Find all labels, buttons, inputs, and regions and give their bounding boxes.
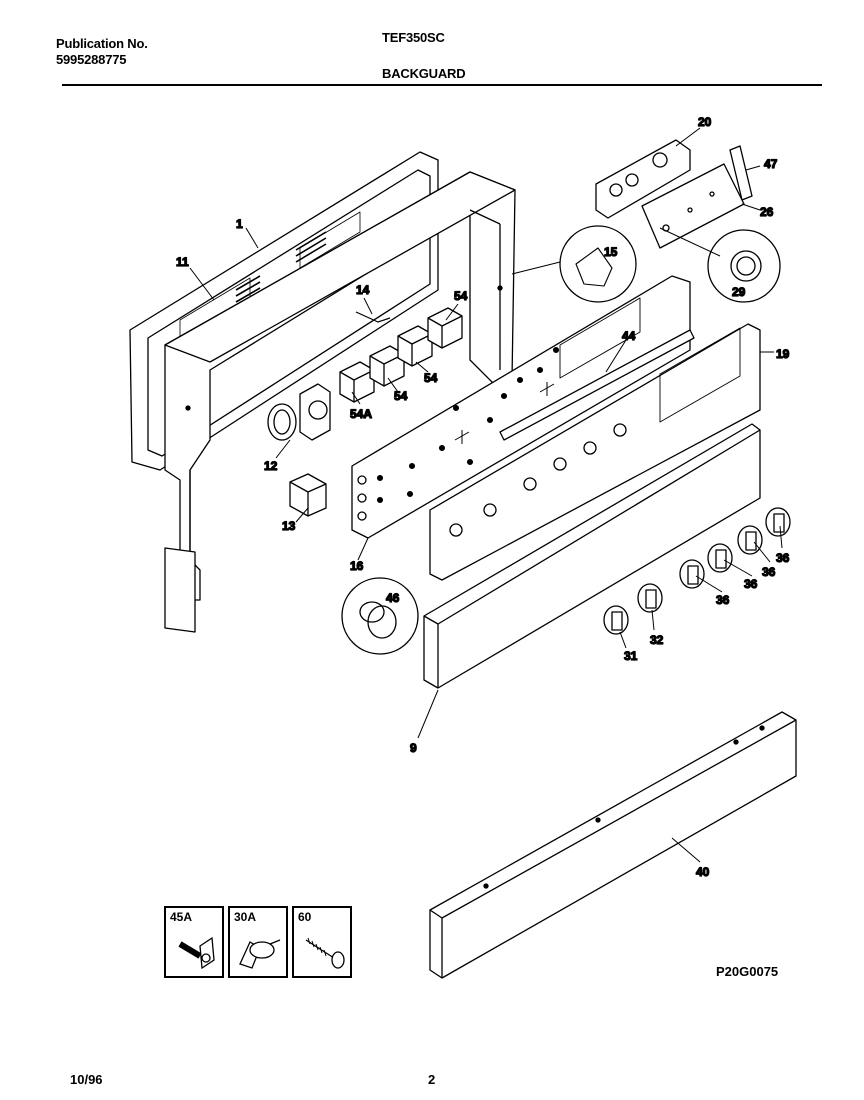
oven-control-board bbox=[595, 139, 691, 219]
wing-nut-icon bbox=[239, 939, 281, 969]
callout-1: 1 bbox=[236, 217, 243, 231]
detail-circle-46 bbox=[341, 577, 419, 655]
callout-54-low: 54 bbox=[394, 389, 408, 403]
hardware-label-45a: 45A bbox=[170, 910, 193, 924]
callout-29: 29 bbox=[732, 285, 746, 299]
callout-26: 26 bbox=[760, 205, 774, 219]
callout-47: 47 bbox=[764, 157, 778, 171]
knob-36-1 bbox=[679, 559, 705, 589]
switch-54a bbox=[339, 361, 375, 403]
wire-harness bbox=[355, 311, 391, 323]
mounting-bracket bbox=[729, 145, 753, 201]
callout-12: 12 bbox=[264, 459, 278, 473]
callout-40: 40 bbox=[696, 865, 710, 879]
model-number: TEF350SC bbox=[382, 30, 445, 45]
callout-31: 31 bbox=[624, 649, 638, 663]
callout-15: 15 bbox=[604, 245, 618, 259]
bolt-icon bbox=[178, 936, 215, 970]
hardware-label-30a: 30A bbox=[234, 910, 257, 924]
callout-54-mid: 54 bbox=[424, 371, 438, 385]
clock-motor bbox=[267, 383, 331, 441]
relay-block bbox=[289, 473, 327, 517]
knob-36-3 bbox=[737, 525, 763, 555]
knob-32 bbox=[637, 583, 663, 613]
section-title: BACKGUARD bbox=[382, 66, 466, 81]
display-overlay bbox=[429, 323, 761, 581]
detail-circle-15 bbox=[559, 225, 637, 303]
page-number: 2 bbox=[428, 1072, 436, 1087]
switch-54-3 bbox=[427, 307, 463, 349]
hardware-box-screw: 60 bbox=[292, 906, 352, 978]
detail-circle-29 bbox=[707, 229, 781, 303]
callout-36-1: 36 bbox=[716, 593, 730, 607]
callout-46: 46 bbox=[386, 591, 400, 605]
callout-54-top: 54 bbox=[454, 289, 468, 303]
callout-32: 32 bbox=[650, 633, 664, 647]
hardware-box-bolt: 45A bbox=[164, 906, 224, 978]
callout-36-4: 36 bbox=[776, 551, 790, 565]
hardware-label-60: 60 bbox=[298, 910, 312, 924]
switch-54-2 bbox=[397, 325, 433, 367]
callout-54A: 54A bbox=[350, 407, 372, 421]
knob-36-2 bbox=[707, 543, 733, 573]
header-rule bbox=[62, 84, 822, 86]
knob-31 bbox=[603, 605, 629, 635]
callout-9: 9 bbox=[410, 741, 417, 755]
knob-36-4 bbox=[765, 507, 791, 537]
callout-36-2: 36 bbox=[744, 577, 758, 591]
control-panel bbox=[351, 275, 695, 539]
screw-icon bbox=[305, 937, 345, 969]
callout-14: 14 bbox=[356, 283, 370, 297]
backguard-housing bbox=[164, 171, 516, 633]
end-trim-40 bbox=[429, 711, 797, 979]
footer-date: 10/96 bbox=[70, 1072, 103, 1087]
control-overlay-26 bbox=[641, 163, 745, 249]
callout-36-3: 36 bbox=[762, 565, 776, 579]
callout-20: 20 bbox=[698, 115, 712, 129]
publication-number: 5995288775 bbox=[56, 52, 127, 67]
callout-44: 44 bbox=[622, 329, 636, 343]
lower-control-panel bbox=[423, 423, 761, 689]
callout-11: 11 bbox=[176, 255, 189, 269]
callout-16: 16 bbox=[350, 559, 364, 573]
hardware-box-wing-nut: 30A bbox=[228, 906, 288, 978]
callout-leaders bbox=[189, 127, 783, 863]
callout-13: 13 bbox=[282, 519, 296, 533]
publication-label: Publication No. bbox=[56, 36, 148, 51]
diagram-code: P20G0075 bbox=[716, 964, 779, 979]
callout-19: 19 bbox=[776, 347, 790, 361]
switch-54-1 bbox=[369, 345, 405, 387]
